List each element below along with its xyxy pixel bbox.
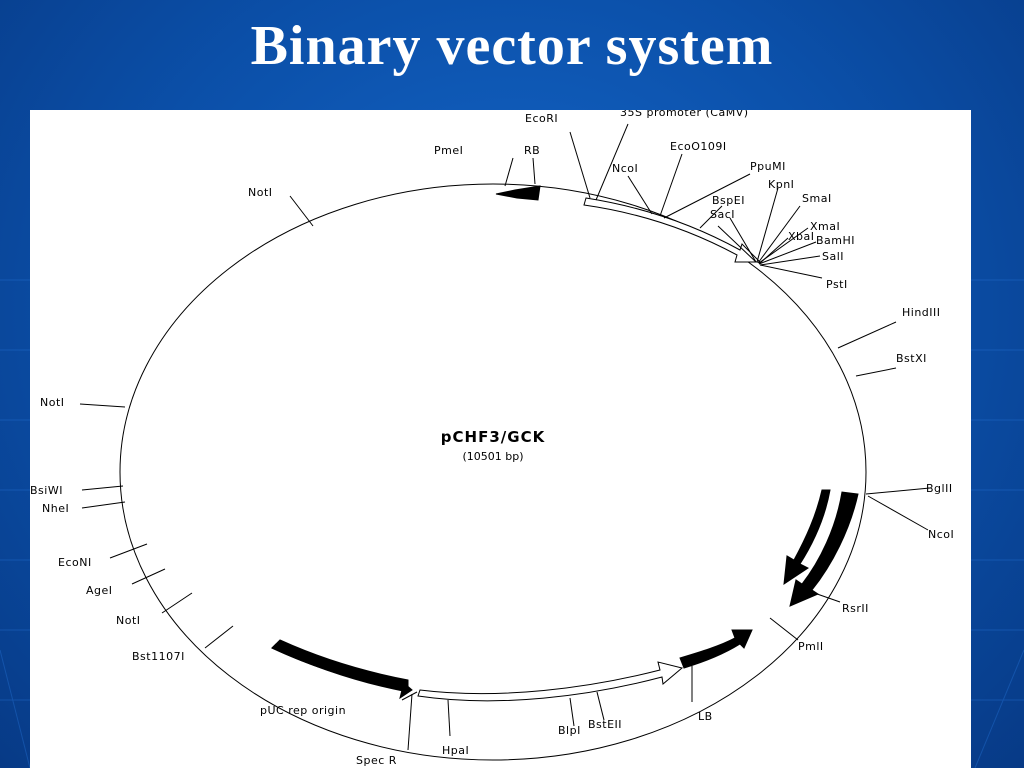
site-xmai: XmaI xyxy=(810,220,840,233)
site-bglii: BglII xyxy=(926,482,953,495)
site-hindiii: HindIII xyxy=(902,306,941,319)
plasmid-map: pCHF3/GCK (10501 bp) EcoRI 35S promoter … xyxy=(30,110,954,767)
site-pmli: PmlI xyxy=(798,640,824,653)
plasmid-circle xyxy=(119,183,867,761)
gck-arrow xyxy=(789,491,859,607)
site-nhei: NheI xyxy=(42,502,69,515)
site-lb: LB xyxy=(698,710,713,723)
site-noti-bottom: NotI xyxy=(116,614,141,627)
site-smai: SmaI xyxy=(802,192,832,205)
site-bamhi: BamHI xyxy=(816,234,855,247)
site-pmei: PmeI xyxy=(434,144,463,157)
plasmid-name: pCHF3/GCK xyxy=(441,428,546,446)
spec-arrow xyxy=(271,639,409,693)
rb-arrow xyxy=(495,185,541,201)
site-kpni: KpnI xyxy=(768,178,794,191)
gck-arrow-2 xyxy=(783,489,831,586)
site-spec-r: Spec R xyxy=(356,754,397,767)
site-bsiwi: BsiWI xyxy=(30,484,63,497)
site-xbai: XbaI xyxy=(788,230,815,243)
site-blpi: BlpI xyxy=(558,724,581,737)
site-noti-top: NotI xyxy=(248,186,273,199)
site-bst1107i: Bst1107I xyxy=(132,650,185,663)
site-ecori: EcoRI xyxy=(525,112,558,125)
site-sali: SalI xyxy=(822,250,844,263)
site-rb: RB xyxy=(524,144,540,157)
site-ncoi-right: NcoI xyxy=(928,528,954,541)
site-rsrii: RsrII xyxy=(842,602,869,615)
site-35s-promoter: 35S promoter (CaMV) xyxy=(620,110,749,119)
site-noti-left: NotI xyxy=(40,396,65,409)
lb-arrow xyxy=(679,629,753,669)
site-bstxi: BstXI xyxy=(896,352,927,365)
site-ecoo109i: EcoO109I xyxy=(670,140,727,153)
site-bspei: BspEI xyxy=(712,194,745,207)
site-ppumi: PpuMI xyxy=(750,160,786,173)
site-hpai: HpaI xyxy=(442,744,469,757)
slide-title: Binary vector system xyxy=(250,15,774,77)
site-bsteii: BstEII xyxy=(588,718,622,731)
site-econi: EcoNI xyxy=(58,556,92,569)
backbone-open-arrow xyxy=(417,661,684,702)
plasmid-map-panel: pCHF3/GCK (10501 bp) EcoRI 35S promoter … xyxy=(30,110,971,768)
site-puc-origin: pUC rep origin xyxy=(260,704,346,717)
site-ncoi-top: NcoI xyxy=(612,162,638,175)
site-agei: AgeI xyxy=(86,584,113,597)
plasmid-size: (10501 bp) xyxy=(462,450,523,463)
site-psti: PstI xyxy=(826,278,848,291)
site-saci: SacI xyxy=(710,208,735,221)
